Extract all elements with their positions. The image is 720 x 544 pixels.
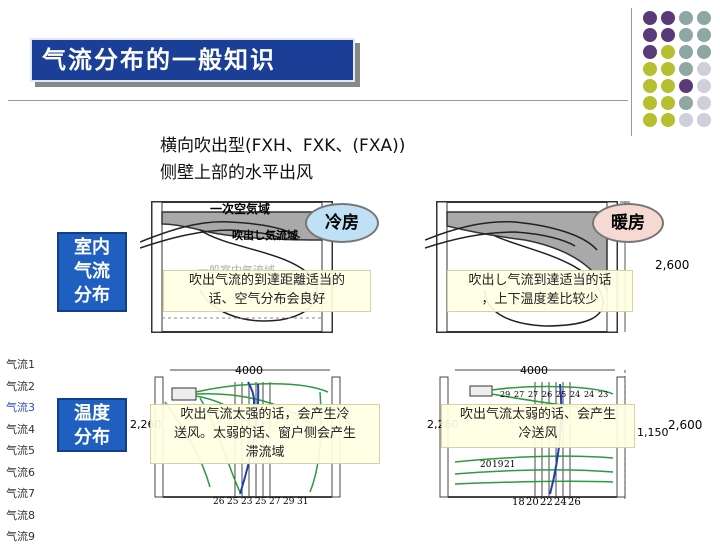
heating-room-diagram — [425, 201, 630, 333]
isotherm-label: 22 — [540, 497, 553, 508]
isotherm-label: 26 — [542, 390, 553, 399]
isotherm-label: 25 — [556, 390, 567, 399]
isotherm-label: 18 — [512, 497, 525, 508]
decorative-dot — [643, 96, 657, 110]
decorative-dot — [697, 96, 711, 110]
cooling-width-label: 4000 — [235, 364, 263, 377]
decorative-dot — [643, 45, 657, 59]
cooling-temp-caption: 吹出气流太强的话，会产生冷 送风。太弱的话、窗户侧会产生 滞流域 — [150, 404, 380, 464]
heating-caption: 吹出し气流到達适当的话 ，上下温度差比较少 — [447, 270, 633, 312]
isotherm-label: 26 — [568, 497, 581, 508]
isotherm-label: 25 — [227, 497, 239, 507]
isotherm-label: 25 — [255, 497, 267, 507]
isotherm-label: 23 — [241, 497, 253, 507]
heating-badge: 暖房 — [592, 203, 664, 243]
decorative-dot — [697, 11, 711, 25]
decorative-dot — [697, 79, 711, 93]
cooling-caption: 吹出气流的到達距離适当的 话、空气分布会良好 — [163, 270, 371, 312]
decorative-vertical-line — [631, 8, 632, 136]
decorative-dot — [643, 28, 657, 42]
nav-item[interactable]: 气流4 — [6, 422, 35, 436]
decorative-dot — [697, 45, 711, 59]
isotherm-label: 26 — [213, 497, 225, 507]
nav-item[interactable]: 气流1 — [6, 358, 35, 371]
decorative-dot — [661, 79, 675, 93]
decorative-dot — [697, 28, 711, 42]
decorative-dot — [643, 11, 657, 25]
decorative-dot — [661, 28, 675, 42]
decorative-dot — [679, 113, 693, 127]
decorative-dot — [679, 45, 693, 59]
decorative-dot — [679, 96, 693, 110]
nav-item[interactable]: 气流7 — [6, 487, 35, 500]
decorative-dot — [661, 96, 675, 110]
slide-title: 气流分布的一般知识 — [30, 38, 355, 82]
decorative-dot — [643, 79, 657, 93]
decorative-dot — [679, 11, 693, 25]
decorative-dot — [661, 62, 675, 76]
isotherm-label: 21 — [504, 460, 516, 470]
label-jet-zone: 吹出し気流域 — [232, 229, 298, 242]
decorative-dot — [643, 113, 657, 127]
isotherm-label: 27 — [269, 497, 281, 507]
isotherm-label: 24 — [554, 497, 567, 508]
watermark: 头条 @常江居浪 — [572, 508, 675, 524]
isotherm-label: 23 — [598, 390, 609, 399]
decorative-dot — [679, 28, 693, 42]
isotherm-label: 19 — [492, 460, 504, 470]
section-room-airflow: 室内 气流 分布 — [57, 232, 127, 312]
header-line-2: 侧壁上部的水平出风 — [160, 163, 313, 183]
decorative-dot — [643, 62, 657, 76]
isotherm-label: 24 — [570, 390, 581, 399]
decorative-dot — [679, 62, 693, 76]
decorative-horizontal-line — [8, 100, 628, 101]
heating-small-height: 1,150 — [637, 426, 669, 439]
decorative-dot — [697, 113, 711, 127]
decorative-dot — [697, 62, 711, 76]
isotherm-label: 20 — [480, 460, 492, 470]
isotherm-label: 29 — [500, 390, 511, 399]
nav-item[interactable]: 气流5 — [6, 444, 35, 457]
nav-item[interactable]: 气流6 — [6, 465, 35, 479]
decorative-dot — [679, 79, 693, 93]
heating-room-height: 2,600 — [655, 258, 690, 272]
isotherm-label: 31 — [297, 497, 309, 507]
decorative-dot — [661, 113, 675, 127]
heating-width-label: 4000 — [520, 364, 548, 377]
nav-item[interactable]: 气流9 — [6, 530, 35, 543]
isotherm-label: 20 — [526, 497, 539, 508]
decorative-dot — [661, 45, 675, 59]
nav-item[interactable]: 气流8 — [6, 508, 35, 522]
isotherm-label: 27 — [514, 390, 525, 399]
decorative-dot — [661, 11, 675, 25]
cooling-badge: 冷房 — [305, 203, 379, 243]
heating-temp-caption: 吹出气流太弱的话、会产生 冷送风 — [441, 404, 635, 448]
header-line-1: 横向吹出型(FXH、FXK、(FXA)) — [160, 136, 406, 156]
isotherm-label: 27 — [528, 390, 539, 399]
nav-item[interactable]: 气流2 — [6, 379, 35, 393]
isotherm-label: 24 — [584, 390, 595, 399]
decorative-dot-grid — [643, 11, 711, 127]
nav-item[interactable]: 气流3 — [6, 401, 35, 414]
label-primary-zone: 一次空気域 — [210, 202, 271, 216]
section-temperature: 温度 分布 — [57, 398, 127, 452]
isotherm-label: 29 — [283, 497, 295, 507]
heating-temp-height: 2,600 — [668, 418, 703, 432]
